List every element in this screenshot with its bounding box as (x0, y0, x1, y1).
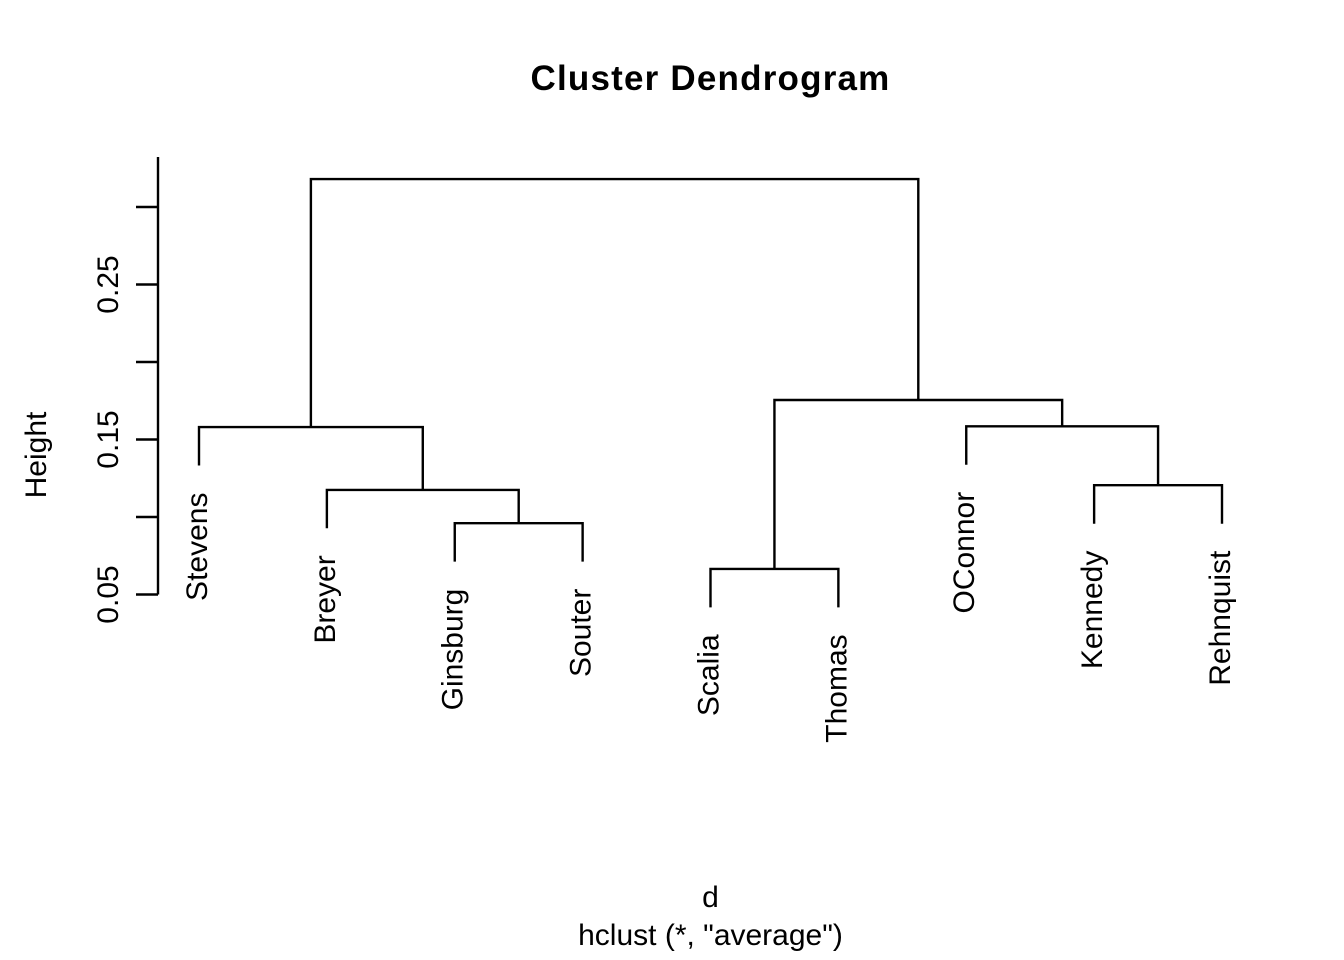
y-axis: 0.05 0.15 0.25 (92, 157, 160, 624)
dendrogram-branches (197, 177, 1224, 608)
y-tick-label: 0.25 (92, 255, 125, 313)
leaf-label: Breyer (309, 555, 342, 643)
branch (309, 177, 920, 428)
leaf-label: OConnor (948, 492, 981, 614)
y-axis-title: Height (20, 411, 53, 498)
y-tick-label: 0.15 (92, 410, 125, 468)
branch (709, 567, 840, 608)
leaf-label: Scalia (693, 634, 726, 716)
x-axis-title: d (702, 881, 719, 914)
branch (965, 425, 1160, 486)
chart-subtitle: hclust (*, "average") (578, 919, 843, 952)
y-tick-label: 0.05 (92, 565, 125, 623)
chart-title: Cluster Dendrogram (531, 59, 891, 98)
leaf-label: Ginsburg (437, 589, 470, 711)
leaf-label: Rehnquist (1204, 550, 1237, 686)
leaf-label: Stevens (181, 493, 214, 601)
leaf-label: Souter (565, 589, 598, 677)
branch (197, 425, 424, 490)
leaf-label: Thomas (820, 634, 853, 742)
leaf-label: Kennedy (1076, 551, 1109, 669)
branch (453, 522, 584, 562)
branch (1092, 484, 1224, 524)
